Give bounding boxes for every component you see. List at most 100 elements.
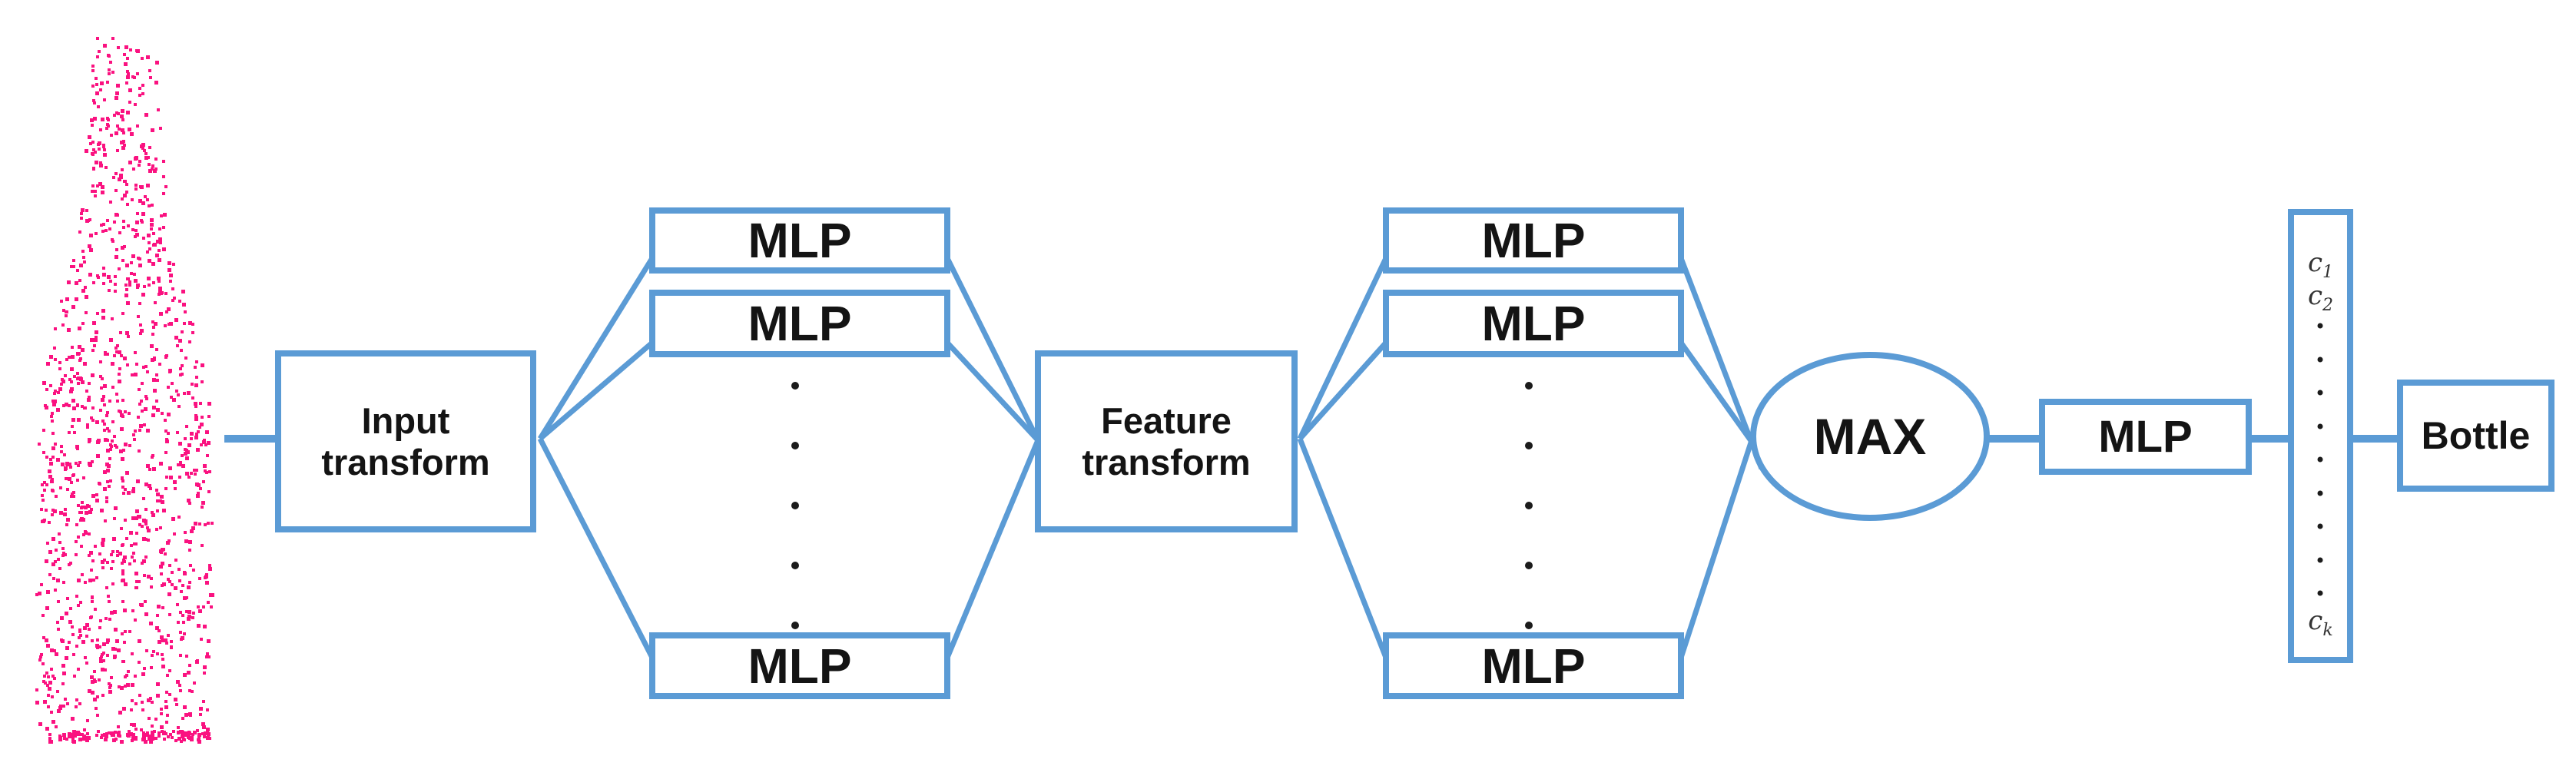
cloud-point (90, 680, 94, 685)
cloud-point (151, 281, 155, 285)
cloud-point (130, 708, 134, 712)
cloud-point (100, 81, 104, 85)
cloud-point (122, 226, 125, 229)
cloud-point (114, 393, 118, 396)
cloud-point (187, 664, 191, 668)
cloud-point (180, 635, 184, 640)
cloud-point (164, 354, 168, 358)
cloud-point (68, 355, 71, 359)
cloud-point (121, 311, 125, 315)
cloud-point (51, 675, 55, 678)
cloud-point (191, 396, 194, 400)
cloud-point (198, 707, 203, 711)
cloud-point (84, 655, 88, 659)
ellipsis-dot (2317, 523, 2323, 529)
cloud-point (188, 712, 192, 717)
cloud-point (137, 314, 141, 318)
cloud-point (77, 604, 80, 608)
cloud-point (109, 553, 113, 557)
cloud-point (80, 212, 84, 216)
cloud-point (95, 91, 99, 95)
cloud-point (181, 464, 185, 469)
cloud-point (138, 302, 142, 306)
cloud-point (94, 194, 97, 197)
cloud-point (111, 240, 114, 244)
cloud-point (78, 460, 81, 464)
cloud-point (101, 694, 104, 698)
cloud-point (64, 655, 68, 660)
cloud-point (98, 360, 102, 363)
cloud-point (108, 456, 111, 460)
cloud-point (157, 248, 161, 252)
cloud-point (47, 675, 50, 678)
cloud-point (81, 738, 85, 741)
cloud-point (155, 528, 159, 532)
cloud-point (161, 730, 166, 734)
ellipsis-dot (791, 562, 799, 569)
cloud-point (96, 275, 100, 279)
cloud-point (71, 739, 75, 743)
cloud-point (144, 482, 149, 487)
cloud-point (136, 286, 139, 290)
cloud-point (155, 399, 159, 403)
cloud-point (179, 589, 183, 593)
cloud-point (188, 502, 192, 506)
cloud-point (156, 499, 160, 502)
cloud-point (48, 475, 52, 479)
cloud-point (71, 732, 75, 736)
cloud-point (101, 544, 104, 548)
cloud-point (203, 625, 207, 629)
cloud-point (56, 457, 61, 462)
cloud-point (94, 733, 98, 737)
cloud-point (167, 267, 171, 272)
cloud-point (102, 658, 106, 662)
cloud-point (42, 428, 46, 432)
cloud-point (168, 733, 172, 737)
score-entry-c2-sub: 2 (2322, 295, 2334, 315)
cloud-point (207, 402, 211, 406)
cloud-point (94, 160, 98, 164)
cloud-point (205, 731, 209, 734)
cloud-point (154, 718, 157, 721)
cloud-point (157, 734, 161, 738)
cloud-point (98, 678, 101, 681)
cloud-point (116, 731, 120, 734)
cloud-point (195, 468, 199, 472)
cloud-point (101, 537, 106, 542)
cloud-point (100, 185, 104, 190)
cloud-point (205, 453, 209, 457)
cloud-point (104, 165, 108, 169)
fan2-mlp-box-1: MLP (1383, 207, 1684, 274)
cloud-point (71, 398, 76, 403)
cloud-point (47, 469, 51, 473)
cloud-point (117, 373, 121, 376)
cloud-point (134, 542, 138, 545)
cloud-point (123, 560, 127, 564)
cloud-point (60, 300, 64, 303)
cloud-point (51, 402, 56, 406)
cloud-point (121, 479, 124, 482)
cloud-point (42, 636, 46, 640)
cloud-point (135, 479, 140, 483)
cloud-point (79, 600, 83, 604)
cloud-point (71, 492, 75, 496)
cloud-point (126, 75, 131, 79)
cloud-point (69, 366, 74, 371)
cloud-point (98, 552, 101, 555)
cloud-point (131, 489, 136, 494)
cloud-point (180, 363, 184, 367)
cloud-point (101, 397, 105, 402)
cloud-point (163, 638, 167, 643)
cloud-point (183, 452, 187, 456)
ellipsis-dot (791, 382, 799, 390)
cloud-point (98, 147, 101, 151)
cloud-point (148, 486, 152, 490)
cloud-point (188, 737, 192, 740)
cloud-point (145, 55, 150, 59)
cloud-point (128, 100, 131, 104)
cloud-point (81, 476, 85, 479)
cloud-point (98, 375, 102, 379)
cloud-point (89, 508, 93, 511)
cloud-point (116, 83, 121, 88)
